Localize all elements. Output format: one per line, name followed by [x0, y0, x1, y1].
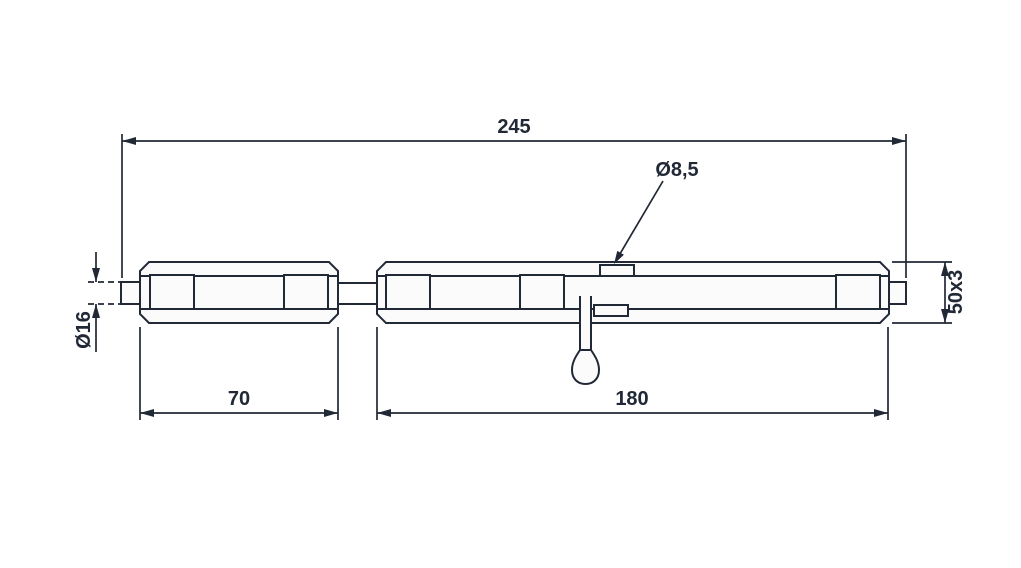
dim-overall: 245 — [121, 116, 907, 278]
handle-stem-fill — [581, 296, 590, 350]
part-right-pin — [887, 281, 907, 305]
part-connecting-rod — [338, 282, 377, 305]
dim-profile: 50x3 — [892, 261, 967, 324]
dim-left-section: 70 — [139, 327, 339, 420]
dim-overall-label: 245 — [497, 116, 530, 138]
handle — [570, 296, 601, 386]
handle-knob — [570, 349, 601, 386]
right-guide-1 — [385, 274, 431, 310]
dim-rod-diameter: Ø16 — [73, 252, 120, 352]
dim-right-section-label: 180 — [615, 388, 648, 410]
right-guide-2 — [519, 274, 565, 310]
dim-hole-label: Ø8,5 — [655, 159, 698, 181]
left-guide-2 — [283, 274, 329, 310]
left-guide-1 — [149, 274, 195, 310]
right-guide-3 — [835, 274, 881, 310]
handle-stem — [579, 296, 592, 350]
hole-marker — [599, 264, 635, 277]
slot-marker — [593, 304, 629, 317]
dim-hole-leader: Ø8,5 — [614, 159, 699, 264]
part-body — [120, 261, 907, 386]
dim-left-section-label: 70 — [228, 388, 250, 410]
dim-right-section: 180 — [376, 327, 889, 420]
part-right-housing — [376, 261, 890, 324]
dim-rod-diameter-label: Ø16 — [73, 311, 95, 349]
dim-profile-label: 50x3 — [945, 270, 967, 315]
